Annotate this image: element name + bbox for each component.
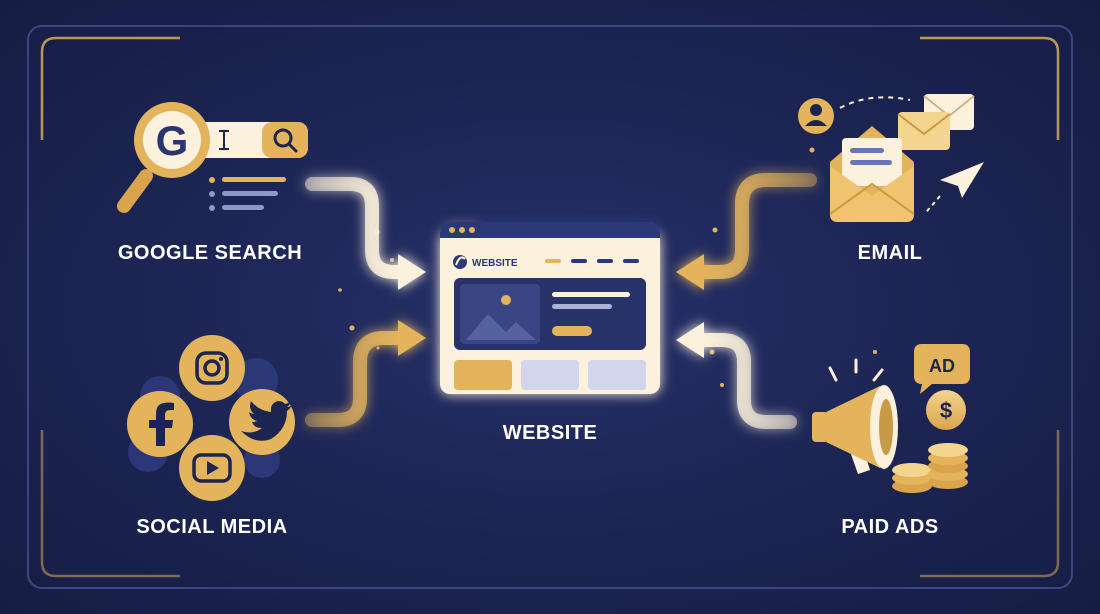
google-logo-glyph: G: [156, 117, 189, 164]
label-social-media: SOCIAL MEDIA: [136, 516, 288, 538]
label-email: EMAIL: [857, 242, 923, 264]
google-search-illustration: G: [117, 102, 308, 213]
email-illustration: [798, 94, 984, 222]
frame-border: [27, 25, 1073, 589]
dollar-sign-text: $: [940, 398, 952, 423]
dollar-coin-icon: $: [926, 390, 966, 430]
label-website: WEBSITE: [502, 422, 598, 444]
ad-badge: AD: [914, 344, 970, 394]
browser-hero: [454, 278, 646, 350]
user-icon: [798, 98, 834, 134]
paid-ads-illustration: AD $: [812, 344, 970, 493]
image-icon: [460, 284, 540, 344]
coin-stack-icon: [892, 443, 968, 493]
instagram-icon: [179, 335, 245, 401]
magnifier-icon: [117, 102, 210, 213]
envelope-icon: [829, 126, 915, 222]
arrow-email-to-website: [676, 173, 817, 290]
arrow-social-to-website: [305, 320, 426, 427]
youtube-icon: [179, 435, 245, 501]
arrow-ads-to-website: [676, 322, 797, 429]
label-google-search: GOOGLE SEARCH: [117, 242, 303, 264]
label-paid-ads: PAID ADS: [841, 516, 939, 538]
browser-header: WEBSITE: [453, 255, 639, 269]
arrow-google-to-website: [305, 177, 426, 290]
megaphone-icon: [812, 358, 898, 474]
search-icon: [273, 128, 298, 153]
envelope-icon-small: [897, 94, 975, 150]
twitter-icon: [229, 389, 295, 455]
facebook-icon: [127, 391, 193, 457]
browser-brand-text: WEBSITE: [472, 258, 518, 269]
paper-plane-icon: [925, 162, 984, 213]
browser-cards: [454, 360, 646, 390]
social-media-illustration: [127, 335, 295, 501]
ad-badge-text: AD: [929, 356, 955, 376]
